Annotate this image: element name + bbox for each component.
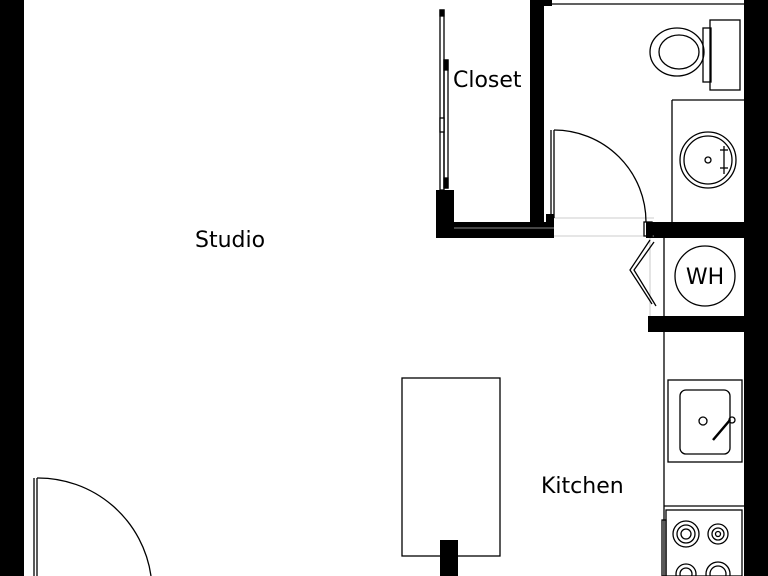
wall-wh-bottom (648, 316, 744, 332)
entry-door-swing-icon (33, 477, 152, 576)
wall-right (744, 0, 768, 576)
sink-icon (679, 131, 737, 189)
wall-closet-bottom (436, 222, 554, 238)
kitchen-sink-icon (667, 379, 743, 463)
guide-lines (454, 217, 654, 316)
toilet-icon (649, 19, 741, 91)
sliding-door-icon (439, 9, 449, 191)
bifold-door-icon (629, 239, 657, 307)
wall-left (0, 0, 24, 576)
stove-icon (661, 509, 743, 576)
water-heater-icon (674, 245, 736, 307)
closet (439, 9, 449, 191)
room-label-kitchen: Kitchen (541, 474, 624, 499)
room-label-studio: Studio (195, 228, 265, 253)
wall-bath-top-stub (544, 0, 552, 6)
wall-closet-jamb (436, 190, 454, 238)
wall-closet-right (530, 0, 544, 238)
wall-counter-post (440, 540, 458, 576)
kitchen-island (401, 377, 501, 557)
wall-bath-bottom (646, 222, 744, 238)
bathroom (550, 3, 744, 237)
water-heater-closet (629, 238, 736, 316)
kitchen (401, 332, 744, 576)
water-heater-label: WH (686, 265, 724, 290)
room-label-closet: Closet (453, 68, 522, 93)
door-swing-icon (550, 129, 653, 237)
wall-bath-door-jamb (546, 214, 554, 238)
